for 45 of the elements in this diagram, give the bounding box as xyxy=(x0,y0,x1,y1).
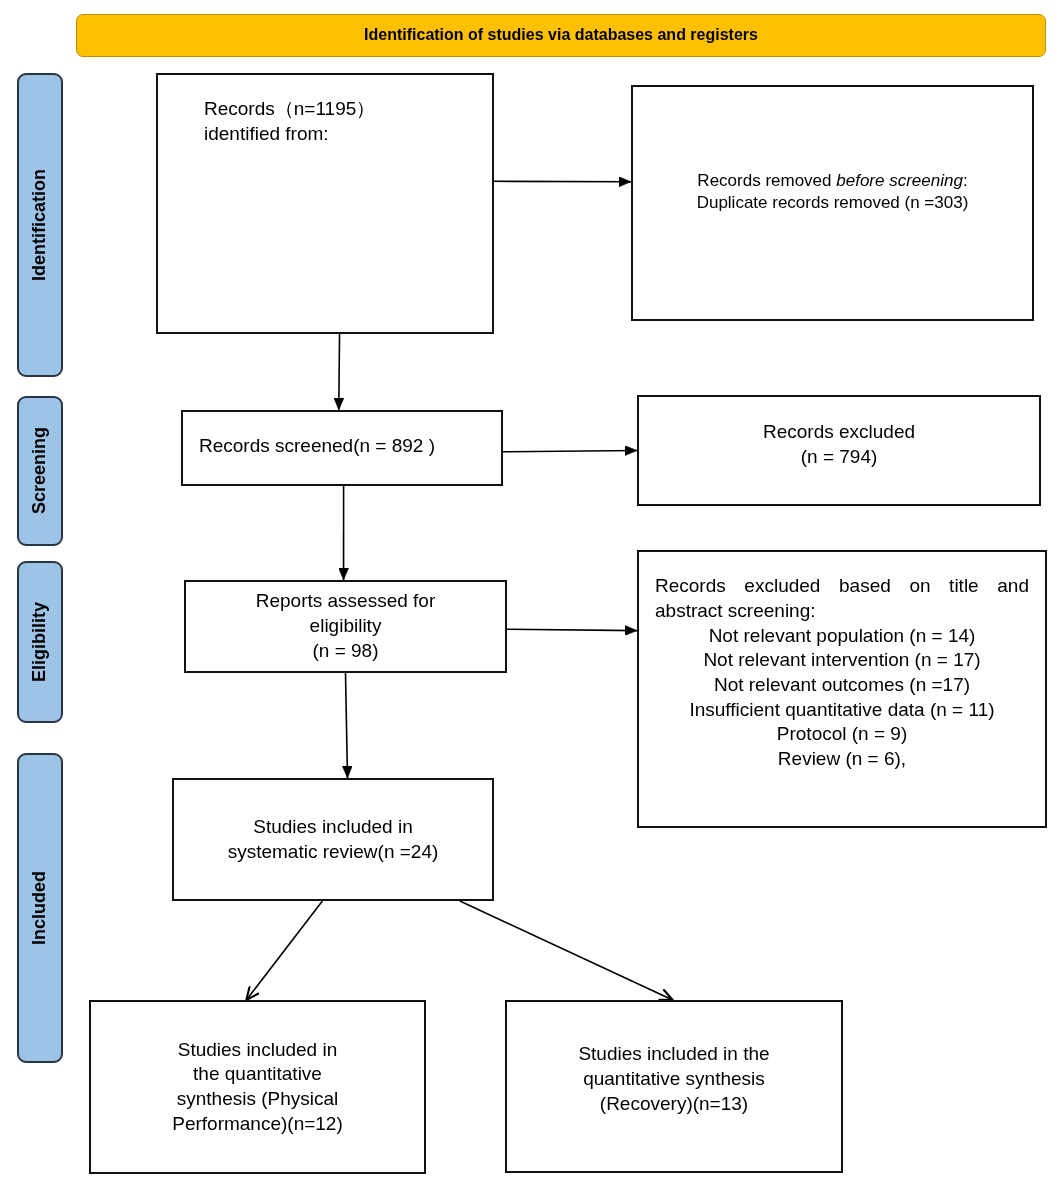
process-box xyxy=(172,778,494,901)
header-band xyxy=(76,14,1046,57)
arrow xyxy=(506,625,638,636)
process-box xyxy=(505,1000,843,1173)
box-text: Records removed before screening: xyxy=(697,169,968,192)
box-text: (n = 98) xyxy=(312,638,379,663)
arrow xyxy=(459,900,674,1002)
stage-label: Screening xyxy=(28,427,51,515)
box-text: Insufficient quantitative data (n = 11) xyxy=(689,697,995,722)
stage-label: Included xyxy=(28,871,51,945)
box-text: Not relevant intervention (n = 17) xyxy=(703,648,981,673)
header-text: Identification of studies via databases and registers xyxy=(364,25,758,46)
stage-label: Identification xyxy=(28,169,51,281)
box-text: Studies included in systematic review(n =24) xyxy=(226,814,440,864)
stage-band xyxy=(17,73,63,377)
process-box xyxy=(631,85,1034,321)
stage-band xyxy=(17,753,63,1063)
process-box xyxy=(156,73,494,334)
process-box xyxy=(637,395,1041,506)
box-text: Duplicate records removed (n =303) xyxy=(696,192,969,214)
box-text: Records screened(n = 892 ) xyxy=(199,433,436,458)
box-text: Records excluded xyxy=(762,419,916,444)
box-text: Review (n = 6), xyxy=(777,747,907,772)
box-text: Not relevant population (n = 14) xyxy=(708,623,976,648)
box-text: Records（n=1195） identified from: xyxy=(204,97,377,146)
box-text: Records excluded based on title and abstract screening: xyxy=(655,574,1029,623)
process-box xyxy=(89,1000,426,1174)
process-box xyxy=(637,550,1047,828)
arrow xyxy=(493,176,632,187)
process-box xyxy=(181,410,503,486)
arrow xyxy=(338,485,349,581)
box-text: Not relevant outcomes (n =17) xyxy=(713,673,971,697)
box-text: Reports assessed for eligibility xyxy=(254,589,437,639)
box-text: (n = 794) xyxy=(800,444,878,469)
stage-band xyxy=(17,396,63,546)
arrow xyxy=(333,333,345,411)
arrow xyxy=(342,672,353,779)
stage-band xyxy=(17,561,63,723)
box-text: Protocol (n = 9) xyxy=(776,722,908,747)
arrow xyxy=(245,900,324,1002)
stage-label: Eligibility xyxy=(28,602,51,682)
process-box xyxy=(184,580,507,673)
box-text: Studies included in the quantitative synthesis (Physical Performance)(n=12) xyxy=(171,1037,344,1136)
box-text: Studies included in the quantitative synthesis (Recovery)(n=13) xyxy=(577,1042,771,1116)
arrow xyxy=(502,445,638,456)
